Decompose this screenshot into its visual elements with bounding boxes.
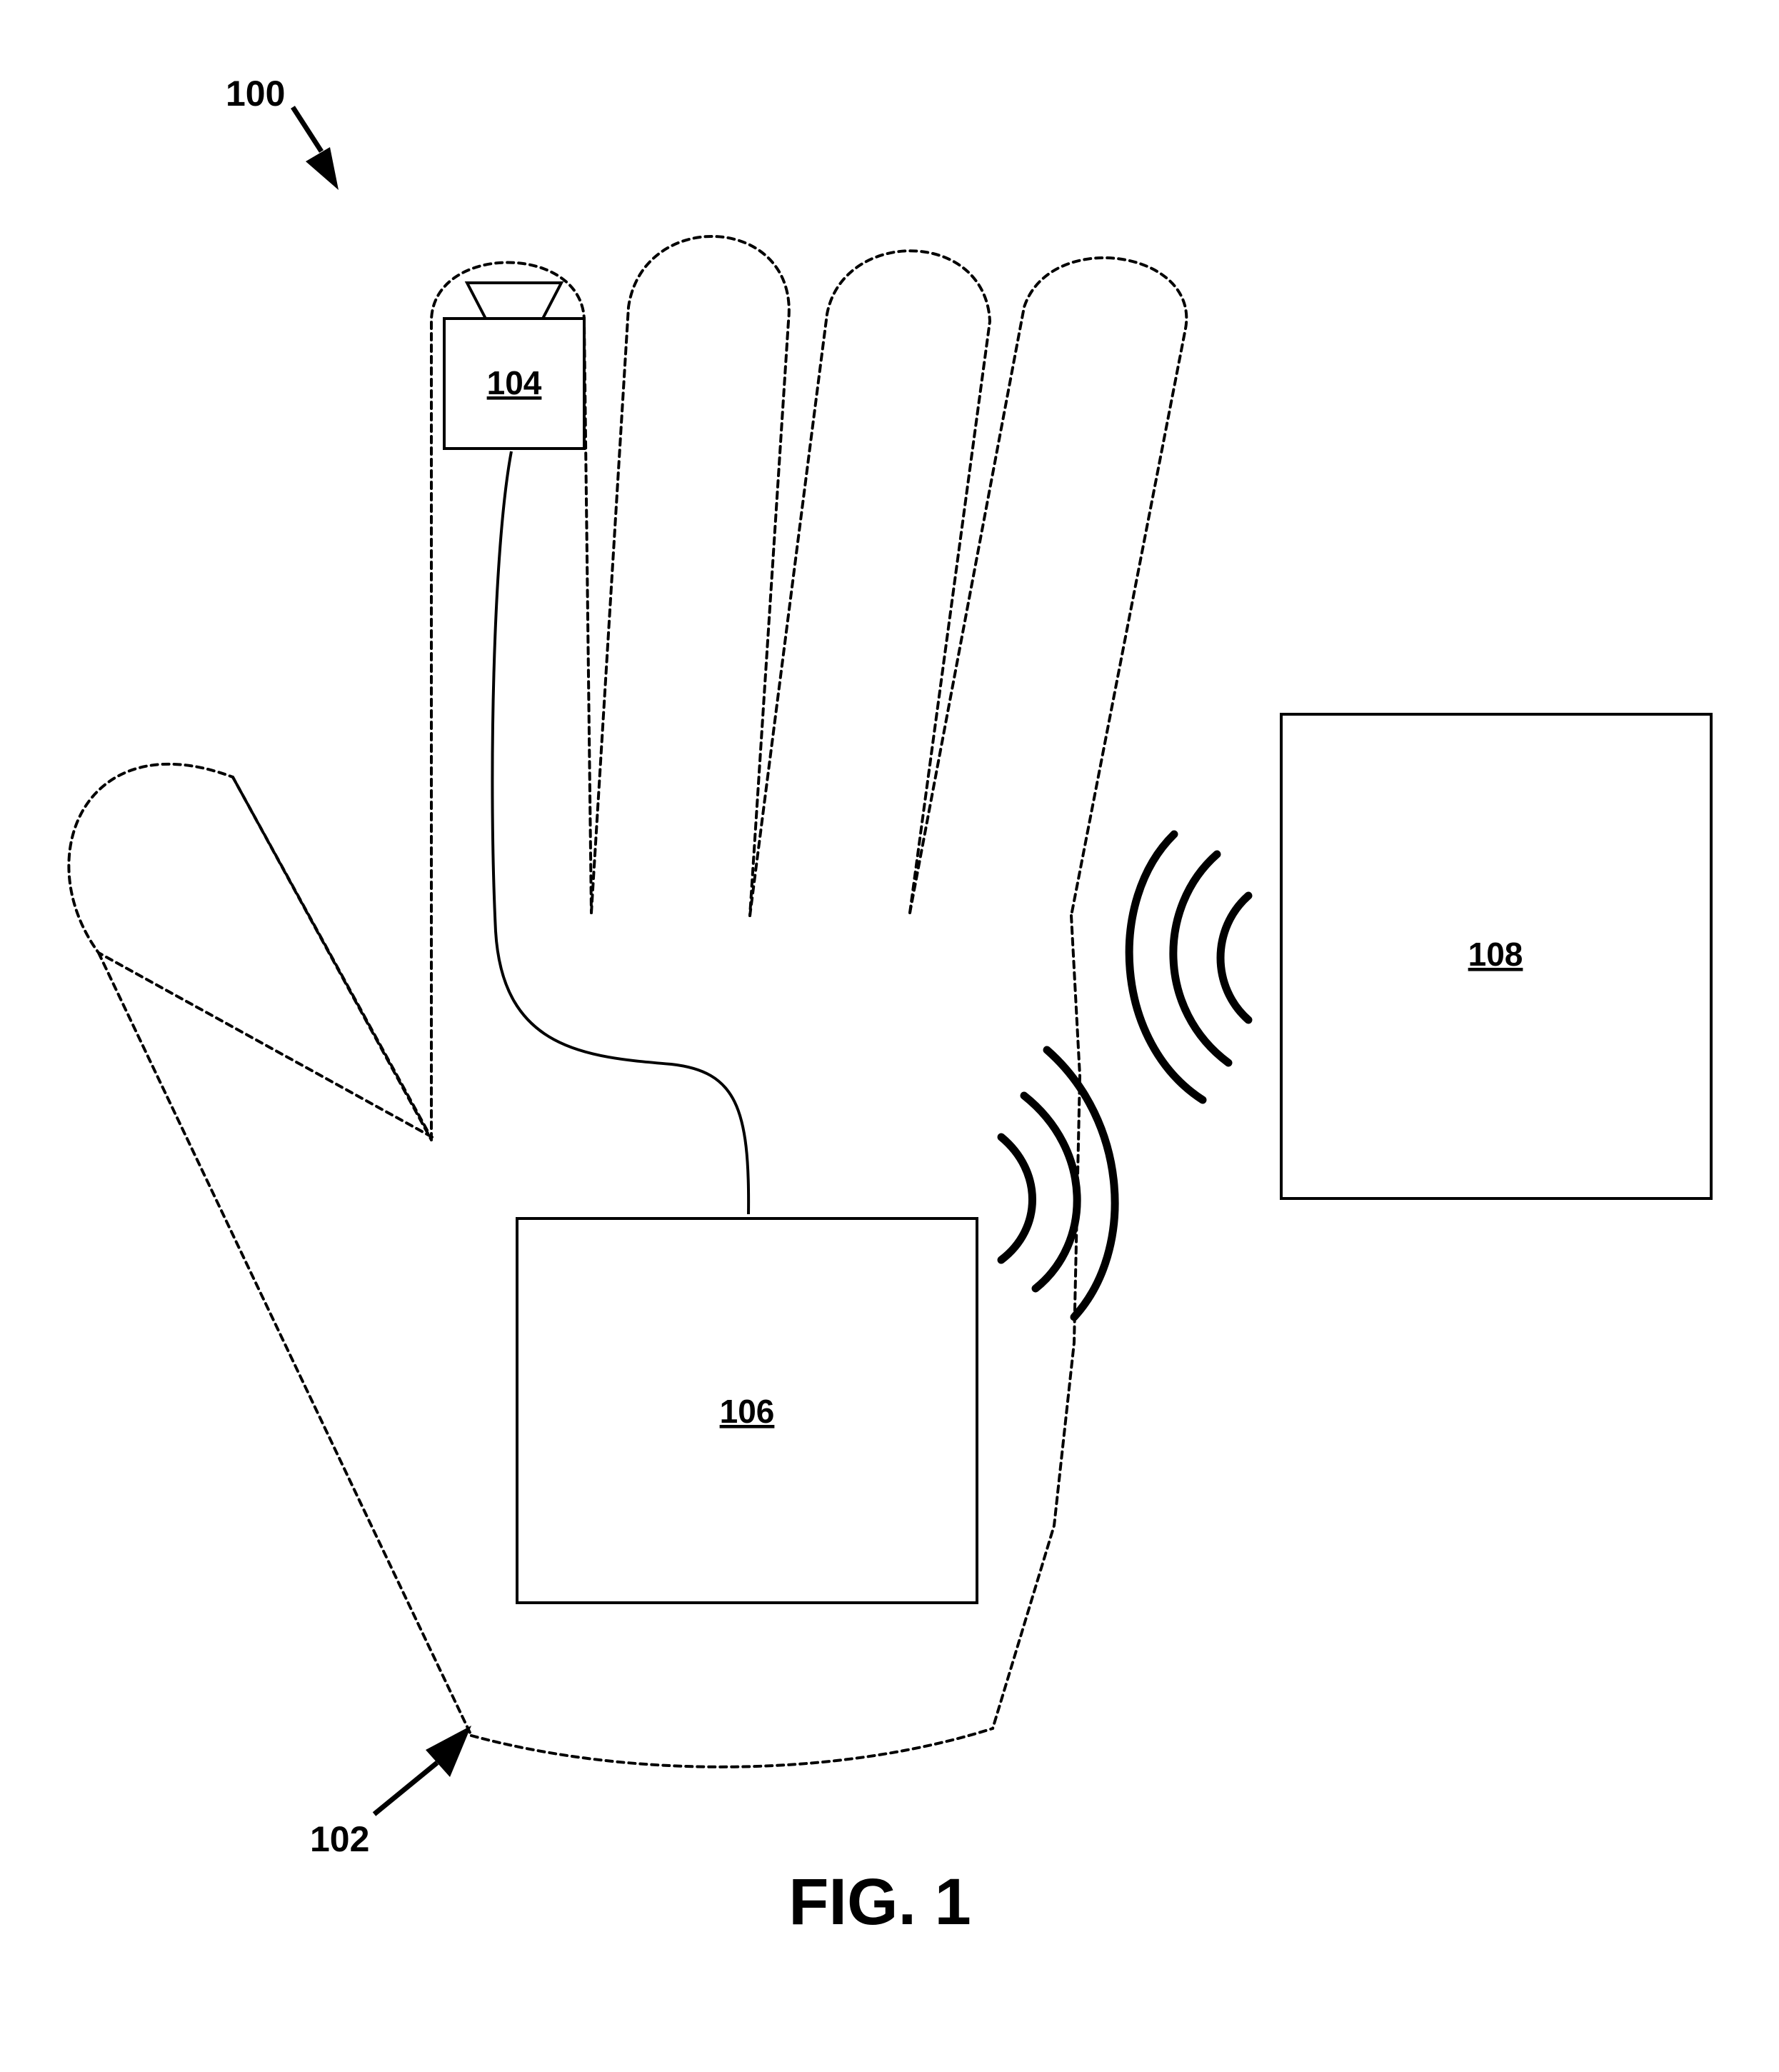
reference-100-leader bbox=[293, 107, 321, 151]
component-104: 104 bbox=[444, 283, 584, 449]
arrowhead-icon bbox=[306, 147, 339, 190]
connection-wire bbox=[492, 451, 748, 1214]
reference-102-leader bbox=[374, 1763, 437, 1814]
component-106-label: 106 bbox=[720, 1393, 775, 1430]
component-108-label: 108 bbox=[1468, 936, 1523, 973]
signal-arc-small bbox=[1001, 1137, 1033, 1260]
reference-102-label: 102 bbox=[310, 1819, 369, 1859]
signal-arc-large bbox=[1129, 834, 1203, 1100]
reference-100-label: 100 bbox=[226, 74, 285, 114]
glove-middle-finger bbox=[591, 236, 789, 916]
reference-100: 100 bbox=[226, 74, 339, 190]
glove-wrist-cuff bbox=[471, 1728, 993, 1767]
wireless-signal-icon bbox=[1129, 834, 1248, 1100]
glove-thumb-outer bbox=[99, 953, 471, 1736]
component-108: 108 bbox=[1281, 714, 1711, 1198]
signal-arc-large bbox=[1047, 1050, 1115, 1317]
figure-caption: FIG. 1 bbox=[788, 1866, 971, 1938]
glove-thumb-outline bbox=[69, 764, 432, 1137]
component-104-label: 104 bbox=[487, 364, 542, 401]
speaker-icon bbox=[467, 283, 561, 319]
component-106: 106 bbox=[517, 1218, 977, 1603]
glove-little-finger bbox=[910, 258, 1186, 916]
signal-arc-small bbox=[1221, 896, 1248, 1020]
wireless-signal-icon bbox=[1001, 1050, 1115, 1317]
reference-102: 102 bbox=[310, 1726, 471, 1859]
glove-outer-edge bbox=[993, 916, 1080, 1728]
